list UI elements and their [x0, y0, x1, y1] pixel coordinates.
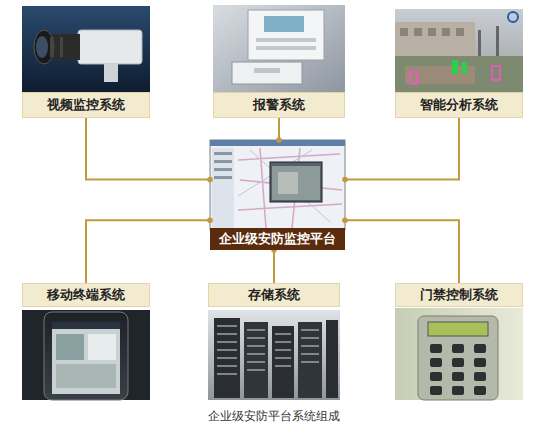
platform-title-band: 企业级安防监控平台 — [210, 228, 345, 250]
connector — [342, 118, 459, 182]
keypad-photo — [395, 308, 523, 400]
connector — [342, 218, 459, 284]
platform-screenshot — [210, 140, 345, 230]
system-label-box: 智能分析系统 — [395, 92, 523, 118]
mobile-phone-photo — [22, 310, 150, 400]
system-label-box: 视频监控系统 — [22, 92, 150, 118]
connector — [271, 247, 277, 283]
connector — [276, 118, 282, 143]
figure-caption: 企业级安防平台系统组成 — [0, 408, 547, 425]
system-label-box: 移动终端系统 — [22, 283, 150, 307]
connector — [86, 218, 213, 284]
node-label: 视频监控系统 — [47, 97, 125, 114]
node-label: 智能分析系统 — [420, 97, 498, 114]
alarm-panel-photo — [213, 5, 345, 92]
node-label: 移动终端系统 — [47, 287, 125, 304]
analysis-scene-photo — [395, 9, 523, 92]
platform-box: 企业级安防监控平台 — [210, 140, 345, 250]
camera-photo — [22, 6, 150, 92]
system-label-box: 门禁控制系统 — [395, 283, 523, 307]
system-label-box: 报警系统 — [213, 92, 345, 118]
node-label: 企业级安防监控平台 — [219, 231, 336, 248]
system-label-box: 存储系统 — [208, 283, 340, 307]
node-label: 报警系统 — [253, 97, 305, 114]
node-label: 存储系统 — [248, 287, 300, 304]
node-label: 门禁控制系统 — [420, 287, 498, 304]
connector — [86, 118, 213, 182]
server-rack-photo — [208, 310, 340, 400]
